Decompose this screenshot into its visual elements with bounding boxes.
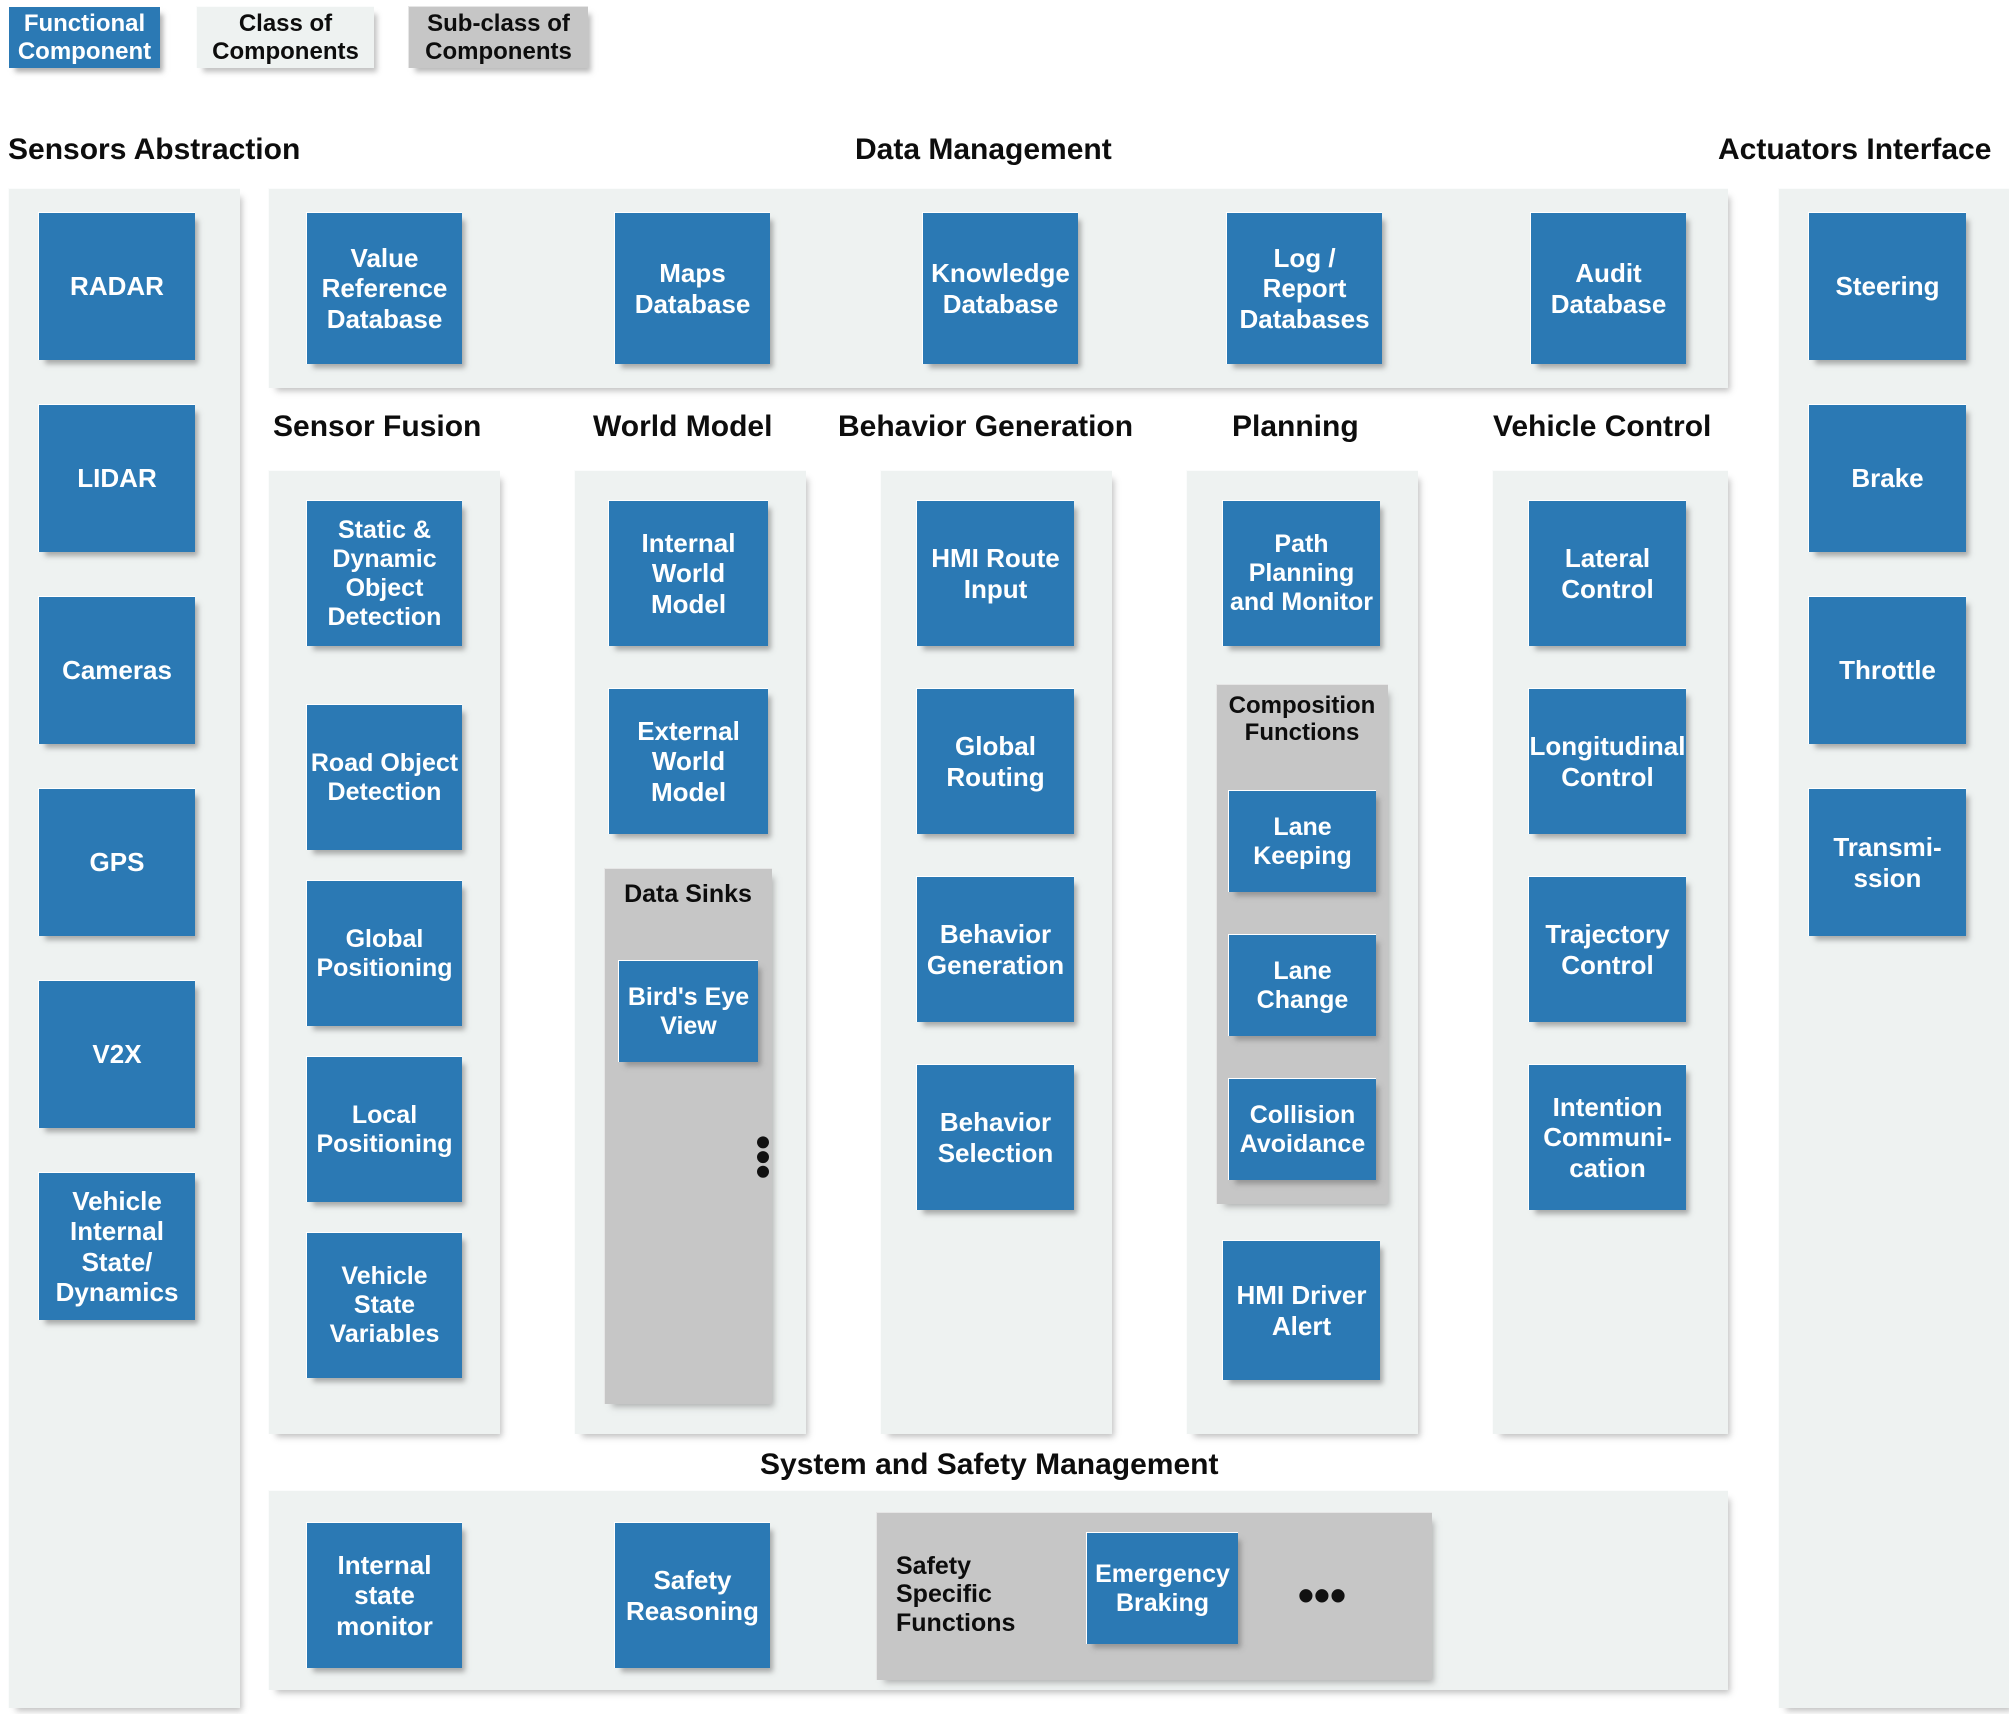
data-sinks-ellipsis: ••• <box>740 1134 787 1180</box>
component-intention-communication[interactable]: Intention Communi- cation <box>1528 1064 1686 1210</box>
subgroup-title-composition-functions: Composition Functions <box>1228 692 1376 747</box>
section-title-planning: Planning <box>1232 410 1359 443</box>
component-global-routing[interactable]: Global Routing <box>916 688 1074 834</box>
component-gps[interactable]: GPS <box>38 788 195 936</box>
component-hmi-driver-alert[interactable]: HMI Driver Alert <box>1222 1240 1380 1380</box>
section-title-system-and-safety-management: System and Safety Management <box>760 1448 1219 1481</box>
component-behavior-selection[interactable]: Behavior Selection <box>916 1064 1074 1210</box>
section-title-world-model: World Model <box>593 410 773 443</box>
component-v2x[interactable]: V2X <box>38 980 195 1128</box>
component-lane-keeping[interactable]: Lane Keeping <box>1228 790 1376 892</box>
component-transmission[interactable]: Transmi- ssion <box>1808 788 1966 936</box>
component-audit-database[interactable]: Audit Database <box>1530 212 1686 364</box>
component-safety-reasoning[interactable]: Safety Reasoning <box>614 1522 770 1668</box>
component-maps-database[interactable]: Maps Database <box>614 212 770 364</box>
section-title-vehicle-control: Vehicle Control <box>1493 410 1712 443</box>
component-emergency-braking[interactable]: Emergency Braking <box>1086 1532 1238 1644</box>
component-vehicle-internal-state-dynamics[interactable]: Vehicle Internal State/ Dynamics <box>38 1172 195 1320</box>
component-hmi-route-input[interactable]: HMI Route Input <box>916 500 1074 646</box>
component-throttle[interactable]: Throttle <box>1808 596 1966 744</box>
legend-sub-class-of-components: Sub-class of Components <box>408 6 588 68</box>
component-brake[interactable]: Brake <box>1808 404 1966 552</box>
section-title-behavior-generation: Behavior Generation <box>838 410 1134 443</box>
legend-label: Sub-class of Components <box>425 10 572 65</box>
component-vehicle-state-variables[interactable]: Vehicle State Variables <box>306 1232 462 1378</box>
component-lane-change[interactable]: Lane Change <box>1228 934 1376 1036</box>
component-value-reference-database[interactable]: Value Reference Database <box>306 212 462 364</box>
component-radar[interactable]: RADAR <box>38 212 195 360</box>
section-title-actuators-interface: Actuators Interface <box>1718 133 1992 166</box>
component-lidar[interactable]: LIDAR <box>38 404 195 552</box>
component-local-positioning[interactable]: Local Positioning <box>306 1056 462 1202</box>
component-internal-world-model[interactable]: Internal World Model <box>608 500 768 646</box>
section-title-sensor-fusion: Sensor Fusion <box>273 410 482 443</box>
component-trajectory-control[interactable]: Trajectory Control <box>1528 876 1686 1022</box>
component-log-report-databases[interactable]: Log / Report Databases <box>1226 212 1382 364</box>
component-behavior-generation[interactable]: Behavior Generation <box>916 876 1074 1022</box>
component-collision-avoidance[interactable]: Collision Avoidance <box>1228 1078 1376 1180</box>
section-title-sensors-abstraction: Sensors Abstraction <box>8 133 301 166</box>
legend-label: Class of Components <box>212 10 359 65</box>
component-path-planning-and-monitor[interactable]: Path Planning and Monitor <box>1222 500 1380 646</box>
component-road-object-detection[interactable]: Road Object Detection <box>306 704 462 850</box>
section-title-data-management: Data Management <box>855 133 1112 166</box>
legend-functional-component: Functional Component <box>8 6 160 68</box>
component-static-dynamic-object-detection[interactable]: Static & Dynamic Object Detection <box>306 500 462 646</box>
legend-class-of-components: Class of Components <box>196 6 374 68</box>
component-steering[interactable]: Steering <box>1808 212 1966 360</box>
subgroup-title-data-sinks: Data Sinks <box>624 880 752 908</box>
legend-label: Functional Component <box>17 10 152 65</box>
safety-specific-functions-ellipsis: ••• <box>1297 1569 1347 1621</box>
component-global-positioning[interactable]: Global Positioning <box>306 880 462 1026</box>
component-external-world-model[interactable]: External World Model <box>608 688 768 834</box>
container-data-sinks <box>604 868 772 1404</box>
component-internal-state-monitor[interactable]: Internal state monitor <box>306 1522 462 1668</box>
component-longitudinal-control[interactable]: Longitudinal Control <box>1528 688 1686 834</box>
component-birds-eye-view[interactable]: Bird's Eye View <box>618 960 758 1062</box>
subgroup-title-safety-specific-functions: Safety Specific Functions <box>896 1552 1016 1637</box>
component-knowledge-database[interactable]: Knowledge Database <box>922 212 1078 364</box>
component-cameras[interactable]: Cameras <box>38 596 195 744</box>
component-lateral-control[interactable]: Lateral Control <box>1528 500 1686 646</box>
